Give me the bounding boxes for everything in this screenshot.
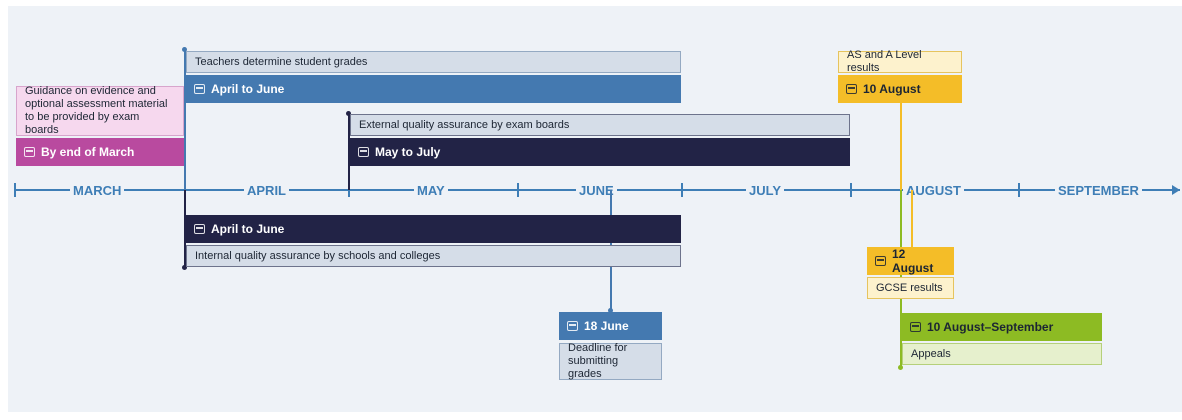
- external-date: May to July: [350, 138, 850, 166]
- calendar-icon: [875, 256, 886, 266]
- guidance-date-text: By end of March: [41, 145, 135, 159]
- calendar-icon: [24, 147, 35, 157]
- connector-dot: [182, 265, 187, 270]
- external-label-text: External quality assurance by exam board…: [359, 118, 570, 131]
- connector-gcse: [911, 190, 913, 248]
- axis-tick: [14, 183, 16, 197]
- guidance-date: By end of March: [16, 138, 184, 166]
- as-a-level-date: 10 August: [838, 75, 962, 103]
- connector-teachers: [184, 50, 186, 190]
- teachers-label-text: Teachers determine student grades: [195, 55, 368, 68]
- connector-as-a-level: [900, 102, 902, 190]
- month-label-march: MARCH: [70, 183, 125, 199]
- month-label-april: APRIL: [244, 183, 289, 199]
- axis-tick: [1018, 183, 1020, 197]
- gcse-label-text: GCSE results: [876, 281, 943, 294]
- as-a-level-label: AS and A Level results: [838, 49, 962, 74]
- internal-date-text: April to June: [211, 222, 285, 236]
- guidance-label: Guidance on evidence and optional assess…: [16, 85, 184, 136]
- connector-internal: [184, 190, 186, 268]
- teachers-label: Teachers determine student grades: [186, 51, 681, 73]
- internal-label: Internal quality assurance by schools an…: [186, 245, 681, 267]
- deadline-label-text: Deadline for submitting grades: [568, 342, 628, 380]
- gcse-label: GCSE results: [867, 277, 954, 299]
- connector-dot: [608, 308, 613, 313]
- as-a-level-date-text: 10 August: [863, 82, 921, 96]
- external-label: External quality assurance by exam board…: [350, 114, 850, 136]
- guidance-label-text: Guidance on evidence and optional assess…: [25, 85, 168, 136]
- appeals-label-text: Appeals: [911, 347, 951, 360]
- gcse-date: 12 August: [867, 247, 954, 275]
- axis-tick: [348, 183, 350, 197]
- calendar-icon: [910, 322, 921, 332]
- month-label-july: JULY: [746, 183, 785, 199]
- calendar-icon: [194, 224, 205, 234]
- internal-date: April to June: [186, 215, 681, 243]
- appeals-label: Appeals: [902, 343, 1102, 365]
- axis-tick: [850, 183, 852, 197]
- deadline-label: Deadline for submitting grades: [559, 342, 662, 380]
- appeals-date: 10 August–September: [902, 313, 1102, 341]
- calendar-icon: [358, 147, 369, 157]
- deadline-date: 18 June: [559, 312, 662, 340]
- month-label-may: MAY: [414, 183, 448, 199]
- gcse-date-text: 12 August: [892, 247, 934, 275]
- internal-label-text: Internal quality assurance by schools an…: [195, 249, 441, 262]
- teachers-date: April to June: [186, 75, 681, 103]
- month-label-september: SEPTEMBER: [1055, 183, 1142, 199]
- month-label-june: JUNE: [576, 183, 617, 199]
- connector-external: [348, 114, 350, 190]
- teachers-date-text: April to June: [211, 82, 285, 96]
- connector-dot: [346, 111, 351, 116]
- connector-dot: [182, 47, 187, 52]
- appeals-date-text: 10 August–September: [927, 320, 1054, 334]
- as-a-level-label-text: AS and A Level results: [847, 49, 922, 74]
- calendar-icon: [567, 321, 578, 331]
- connector-dot: [898, 365, 903, 370]
- axis-tick: [517, 183, 519, 197]
- calendar-icon: [194, 84, 205, 94]
- external-date-text: May to July: [375, 145, 441, 159]
- deadline-date-text: 18 June: [584, 319, 629, 333]
- calendar-icon: [846, 84, 857, 94]
- axis-tick: [681, 183, 683, 197]
- month-label-august: AUGUST: [903, 183, 964, 199]
- axis-arrow-head: [1172, 185, 1180, 195]
